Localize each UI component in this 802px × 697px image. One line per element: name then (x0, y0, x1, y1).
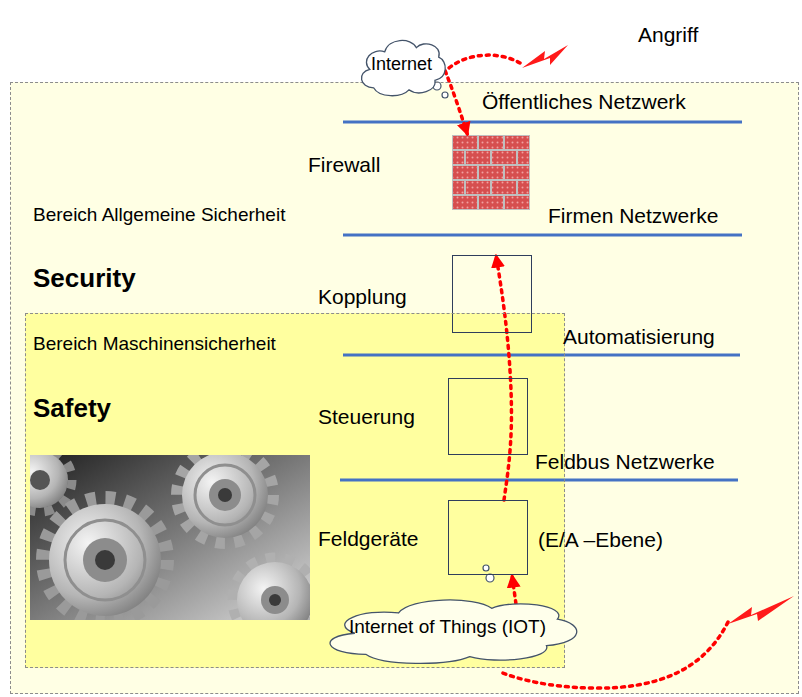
network-label: Öffentliches Netzwerk (482, 90, 686, 114)
cloud-label: Internet (371, 54, 432, 75)
gear-photo (30, 455, 68, 508)
gear-photo (182, 455, 268, 538)
region-title: Safety (33, 394, 111, 424)
attack-leader (449, 55, 520, 68)
firewall-bricks (518, 151, 529, 164)
layer-label: Firewall (308, 153, 380, 177)
gear-photo (83, 538, 127, 582)
gear-photo (30, 470, 50, 490)
attack-leader (449, 55, 728, 688)
gear-photo (261, 586, 289, 614)
layer-label: Feldgeräte (318, 527, 418, 551)
internet-cloud: Internet (355, 30, 448, 98)
gear-photo (237, 562, 310, 620)
gear-photo (95, 550, 115, 570)
firewall-bricks (453, 166, 477, 179)
attack-path (445, 71, 467, 135)
network-line (343, 354, 740, 357)
firewall-box: Firewall (452, 135, 530, 210)
gear-photo (177, 455, 273, 543)
firewall-bricks (466, 151, 490, 164)
lightning-bolt (522, 45, 568, 68)
firewall-bricks (479, 166, 503, 179)
firewall-bricks (492, 151, 516, 164)
firewall-bricks (452, 135, 530, 210)
network-line (343, 121, 742, 124)
field-device-box: Feldgeräte (448, 500, 528, 575)
firewall-bricks (479, 196, 503, 209)
network-label: Automatisierung (563, 325, 715, 349)
gear-photo (30, 455, 310, 620)
firewall-bricks (453, 196, 477, 209)
layer-label: Steuerung (318, 405, 415, 429)
level-label: (E/A –Ebene) (538, 528, 663, 552)
safety-region: Bereich MaschinensicherheitSafety Steueru… (25, 313, 565, 668)
thought-bubble (483, 565, 489, 571)
thought-bubble (442, 92, 448, 98)
firewall-bricks (453, 136, 477, 149)
region-title: Security (33, 264, 136, 294)
security-region-fill (10, 82, 799, 694)
firewall-bricks (479, 136, 503, 149)
control-box: Steuerung (448, 378, 528, 455)
firewall-bricks (505, 166, 529, 179)
layer-label: Kopplung (318, 285, 407, 309)
network-line (343, 234, 742, 237)
region-heading: Bereich Allgemeine Sicherheit (33, 204, 285, 226)
network-label: Feldbus Netzwerke (535, 450, 715, 474)
firewall-bricks (453, 151, 464, 164)
gear-photo (177, 455, 273, 543)
firewall-bricks (505, 136, 529, 149)
gear-photo (233, 558, 310, 620)
firewall-bricks (518, 181, 529, 194)
firewall-bricks (452, 135, 530, 210)
gear-photo (218, 488, 232, 502)
firewall-bricks (492, 181, 516, 194)
iot-cloud: Internet of Things (IOT) (311, 588, 585, 666)
lightning-bolt (728, 596, 794, 624)
firewall-bricks (466, 181, 490, 194)
gear-photo (65, 520, 145, 600)
region-heading: Bereich Maschinensicherheit (33, 333, 276, 355)
attack-path (512, 575, 516, 604)
firewall-bricks (505, 196, 529, 209)
network-line (340, 479, 738, 482)
network-label: Firmen Netzwerke (548, 204, 718, 228)
thought-bubble (433, 82, 494, 582)
attack-label: Angriff (638, 23, 698, 47)
cloud-outline (361, 40, 445, 95)
gear-photo (195, 465, 255, 525)
thought-bubble (486, 574, 494, 582)
cloud-label: Internet of Things (IOT) (349, 616, 546, 638)
gear-photo (209, 479, 241, 511)
gear-photo (49, 504, 161, 616)
firewall-bricks (453, 136, 529, 209)
cloud-outline (330, 600, 577, 663)
lightning-bolt (522, 45, 794, 624)
gear-photo (269, 594, 281, 606)
firewall-bricks (453, 181, 464, 194)
gear-photo (233, 558, 310, 620)
security-region: Bereich Allgemeine SicherheitSecurity Fir… (10, 82, 799, 694)
gear-photo (43, 498, 167, 620)
coupling-box: Kopplung (452, 255, 532, 333)
gear-photo (43, 498, 167, 620)
